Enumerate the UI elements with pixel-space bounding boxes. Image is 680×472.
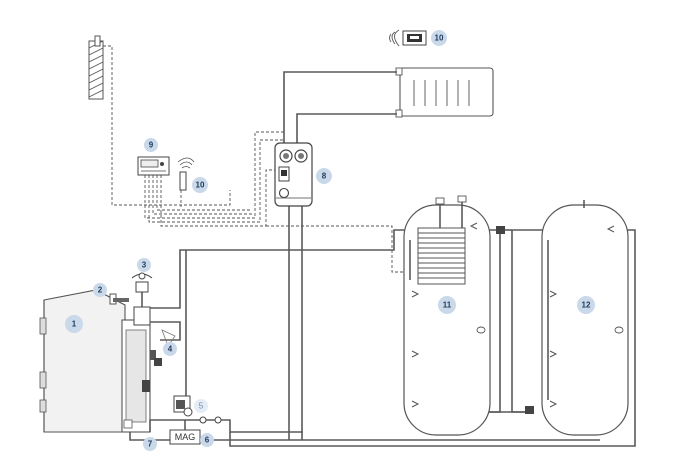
- expansion-vessel: MAG: [169, 416, 222, 445]
- badge-cooling-loop: 4: [163, 342, 177, 356]
- circulation-pump: [173, 395, 193, 417]
- tank-valves: [496, 226, 534, 414]
- svg-text:2: 2: [98, 286, 103, 295]
- boiler-fittings: [109, 272, 153, 326]
- svg-text:9: 9: [149, 141, 154, 150]
- chimney: [88, 35, 104, 100]
- wireless-room-unit-icon: [389, 29, 427, 47]
- svg-text:10: 10: [435, 34, 444, 43]
- boiler: [39, 289, 156, 433]
- badge-expansion-vessel-valve: 6: [200, 433, 214, 447]
- svg-text:4: 4: [168, 345, 173, 354]
- svg-text:10: 10: [196, 181, 205, 190]
- badge-boiler: 1: [65, 315, 83, 333]
- badge-drain: 7: [143, 437, 157, 451]
- svg-text:11: 11: [443, 301, 452, 310]
- badge-buffer-tank: 12: [577, 296, 595, 314]
- badge-thermostatic-valve: 3: [137, 258, 151, 272]
- expansion-vessel-label: MAG: [175, 432, 196, 442]
- svg-text:6: 6: [205, 436, 210, 445]
- badge-wireless-room-unit: 10: [431, 30, 447, 46]
- svg-text:8: 8: [322, 172, 327, 181]
- cooling-loop: [150, 321, 181, 366]
- badge-circulation-pump: 5: [194, 399, 208, 413]
- badge-wireless-sensor: 10: [192, 177, 208, 193]
- svg-text:12: 12: [582, 301, 591, 310]
- radiator: [395, 67, 494, 118]
- svg-text:3: 3: [142, 261, 147, 270]
- controller: [137, 156, 170, 176]
- buffer-tank: [541, 200, 629, 436]
- svg-text:7: 7: [148, 440, 153, 449]
- badge-pump-group: 8: [316, 168, 332, 184]
- badge-controller: 9: [144, 138, 158, 152]
- svg-text:5: 5: [199, 402, 204, 411]
- radiator-pipes: [283, 71, 397, 440]
- boiler-circuit-pipes: [129, 229, 636, 447]
- badge-safety-valve: 2: [93, 283, 107, 297]
- badge-hygienic-storage-tank: 11: [438, 296, 456, 314]
- svg-text:1: 1: [72, 320, 77, 329]
- control-wiring: [103, 45, 410, 273]
- wireless-sensor-icon: [177, 157, 195, 191]
- hygienic-storage-tank: [403, 195, 491, 436]
- pump-group: [274, 142, 313, 207]
